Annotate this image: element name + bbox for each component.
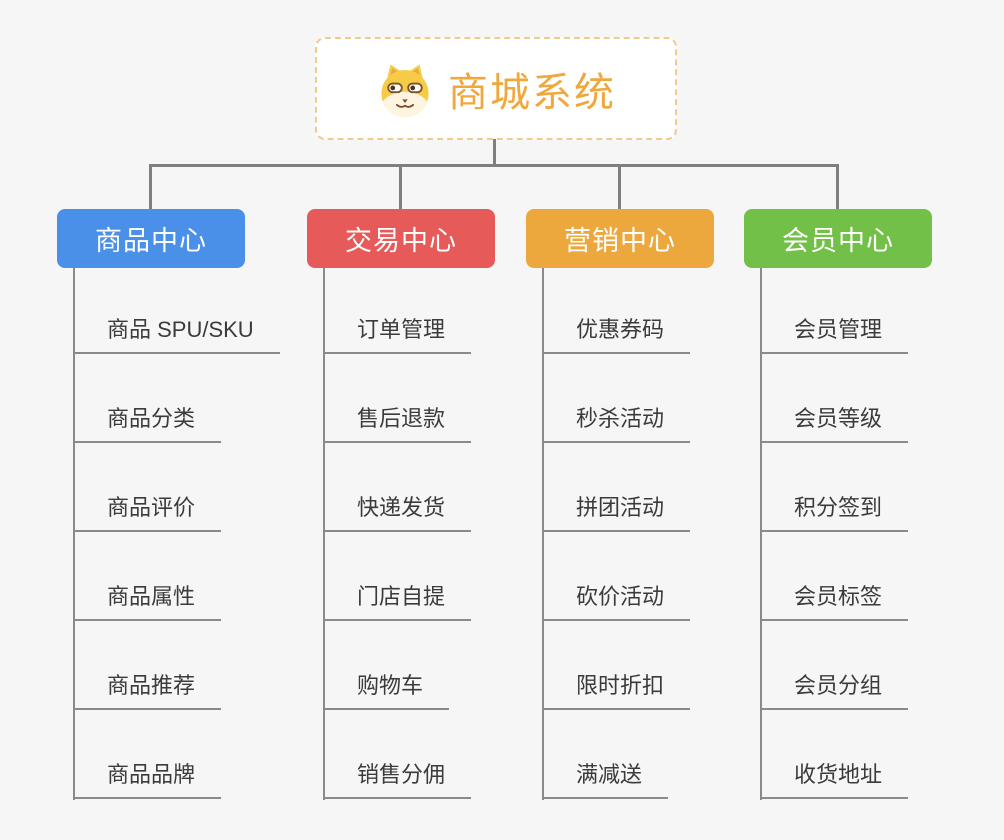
branch-trade-center: 交易中心 订单管理 售后退款 快递发货 门店自提 购物车 销售分佣 (307, 209, 495, 809)
connector-root-drop (493, 139, 496, 167)
node-limited-time-discount[interactable]: 限时折扣 (542, 621, 691, 710)
connector-drop-3 (618, 166, 621, 210)
node-member-group[interactable]: 会员分组 (760, 621, 909, 710)
connector-bus (149, 164, 839, 167)
node-store-pickup[interactable]: 门店自提 (323, 532, 472, 621)
branch-product-center: 商品中心 商品 SPU/SKU 商品分类 商品评价 商品属性 商品推荐 商品品牌 (57, 209, 280, 809)
branch-header-trade-center[interactable]: 交易中心 (307, 209, 495, 268)
node-shopping-cart[interactable]: 购物车 (323, 621, 471, 710)
branch-spine (542, 268, 544, 800)
node-product-review[interactable]: 商品评价 (73, 443, 280, 532)
node-member-level[interactable]: 会员等级 (760, 354, 909, 443)
doge-icon (381, 64, 429, 117)
node-product-recommend[interactable]: 商品推荐 (73, 621, 280, 710)
branch-spine (760, 268, 762, 800)
node-order-management[interactable]: 订单管理 (323, 265, 472, 354)
node-flash-sale[interactable]: 秒杀活动 (542, 354, 691, 443)
node-member-management[interactable]: 会员管理 (760, 265, 909, 354)
node-product-brand[interactable]: 商品品牌 (73, 710, 280, 799)
node-product-spu-sku[interactable]: 商品 SPU/SKU (73, 265, 280, 354)
connector-drop-2 (399, 166, 402, 210)
branch-header-product-center[interactable]: 商品中心 (57, 209, 245, 268)
branch-items: 订单管理 售后退款 快递发货 门店自提 购物车 销售分佣 (323, 265, 472, 799)
branch-items: 商品 SPU/SKU 商品分类 商品评价 商品属性 商品推荐 商品品牌 (73, 265, 280, 799)
node-express-delivery[interactable]: 快递发货 (323, 443, 472, 532)
node-group-buy[interactable]: 拼团活动 (542, 443, 691, 532)
node-bargain-activity[interactable]: 砍价活动 (542, 532, 691, 621)
root-node[interactable]: 商城系统 (315, 37, 677, 140)
branch-spine (73, 268, 75, 800)
node-sales-commission[interactable]: 销售分佣 (323, 710, 472, 799)
connector-drop-1 (149, 166, 152, 210)
branch-header-marketing-center[interactable]: 营销中心 (526, 209, 714, 268)
branch-member-center: 会员中心 会员管理 会员等级 积分签到 会员标签 会员分组 收货地址 (744, 209, 932, 809)
node-points-checkin[interactable]: 积分签到 (760, 443, 909, 532)
root-title: 商城系统 (448, 70, 616, 115)
branch-items: 优惠券码 秒杀活动 拼团活动 砍价活动 限时折扣 满减送 (542, 265, 691, 799)
node-product-category[interactable]: 商品分类 (73, 354, 280, 443)
node-after-sale-refund[interactable]: 售后退款 (323, 354, 472, 443)
node-product-attribute[interactable]: 商品属性 (73, 532, 280, 621)
node-member-tag[interactable]: 会员标签 (760, 532, 909, 621)
branch-spine (323, 268, 325, 800)
node-full-reduction[interactable]: 满减送 (542, 710, 690, 799)
node-coupon-code[interactable]: 优惠券码 (542, 265, 691, 354)
connector-drop-4 (836, 166, 839, 210)
node-shipping-address[interactable]: 收货地址 (760, 710, 909, 799)
branch-marketing-center: 营销中心 优惠券码 秒杀活动 拼团活动 砍价活动 限时折扣 满减送 (526, 209, 714, 809)
branch-items: 会员管理 会员等级 积分签到 会员标签 会员分组 收货地址 (760, 265, 909, 799)
branch-header-member-center[interactable]: 会员中心 (744, 209, 932, 268)
